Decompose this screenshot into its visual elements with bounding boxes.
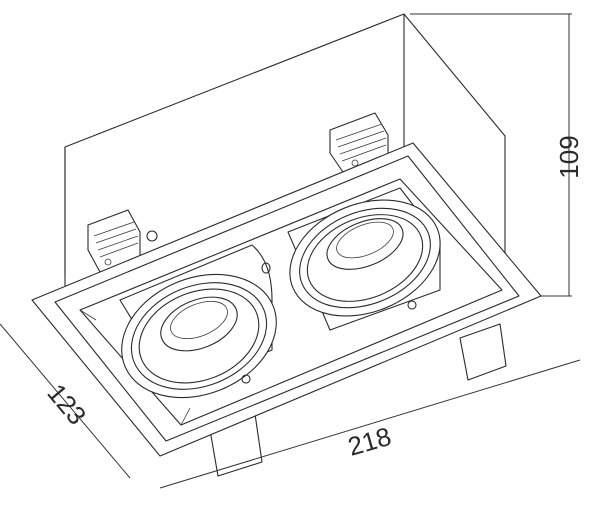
depth-dimension-label: 123: [41, 378, 92, 431]
width-dimension-label: 218: [345, 421, 395, 462]
height-dimension-label: 109: [554, 135, 584, 178]
dimension-lines: [0, 13, 581, 489]
spring-clip-left: [87, 209, 158, 273]
lamp-module-left: [119, 244, 277, 399]
lamp-module-right: [287, 187, 441, 331]
